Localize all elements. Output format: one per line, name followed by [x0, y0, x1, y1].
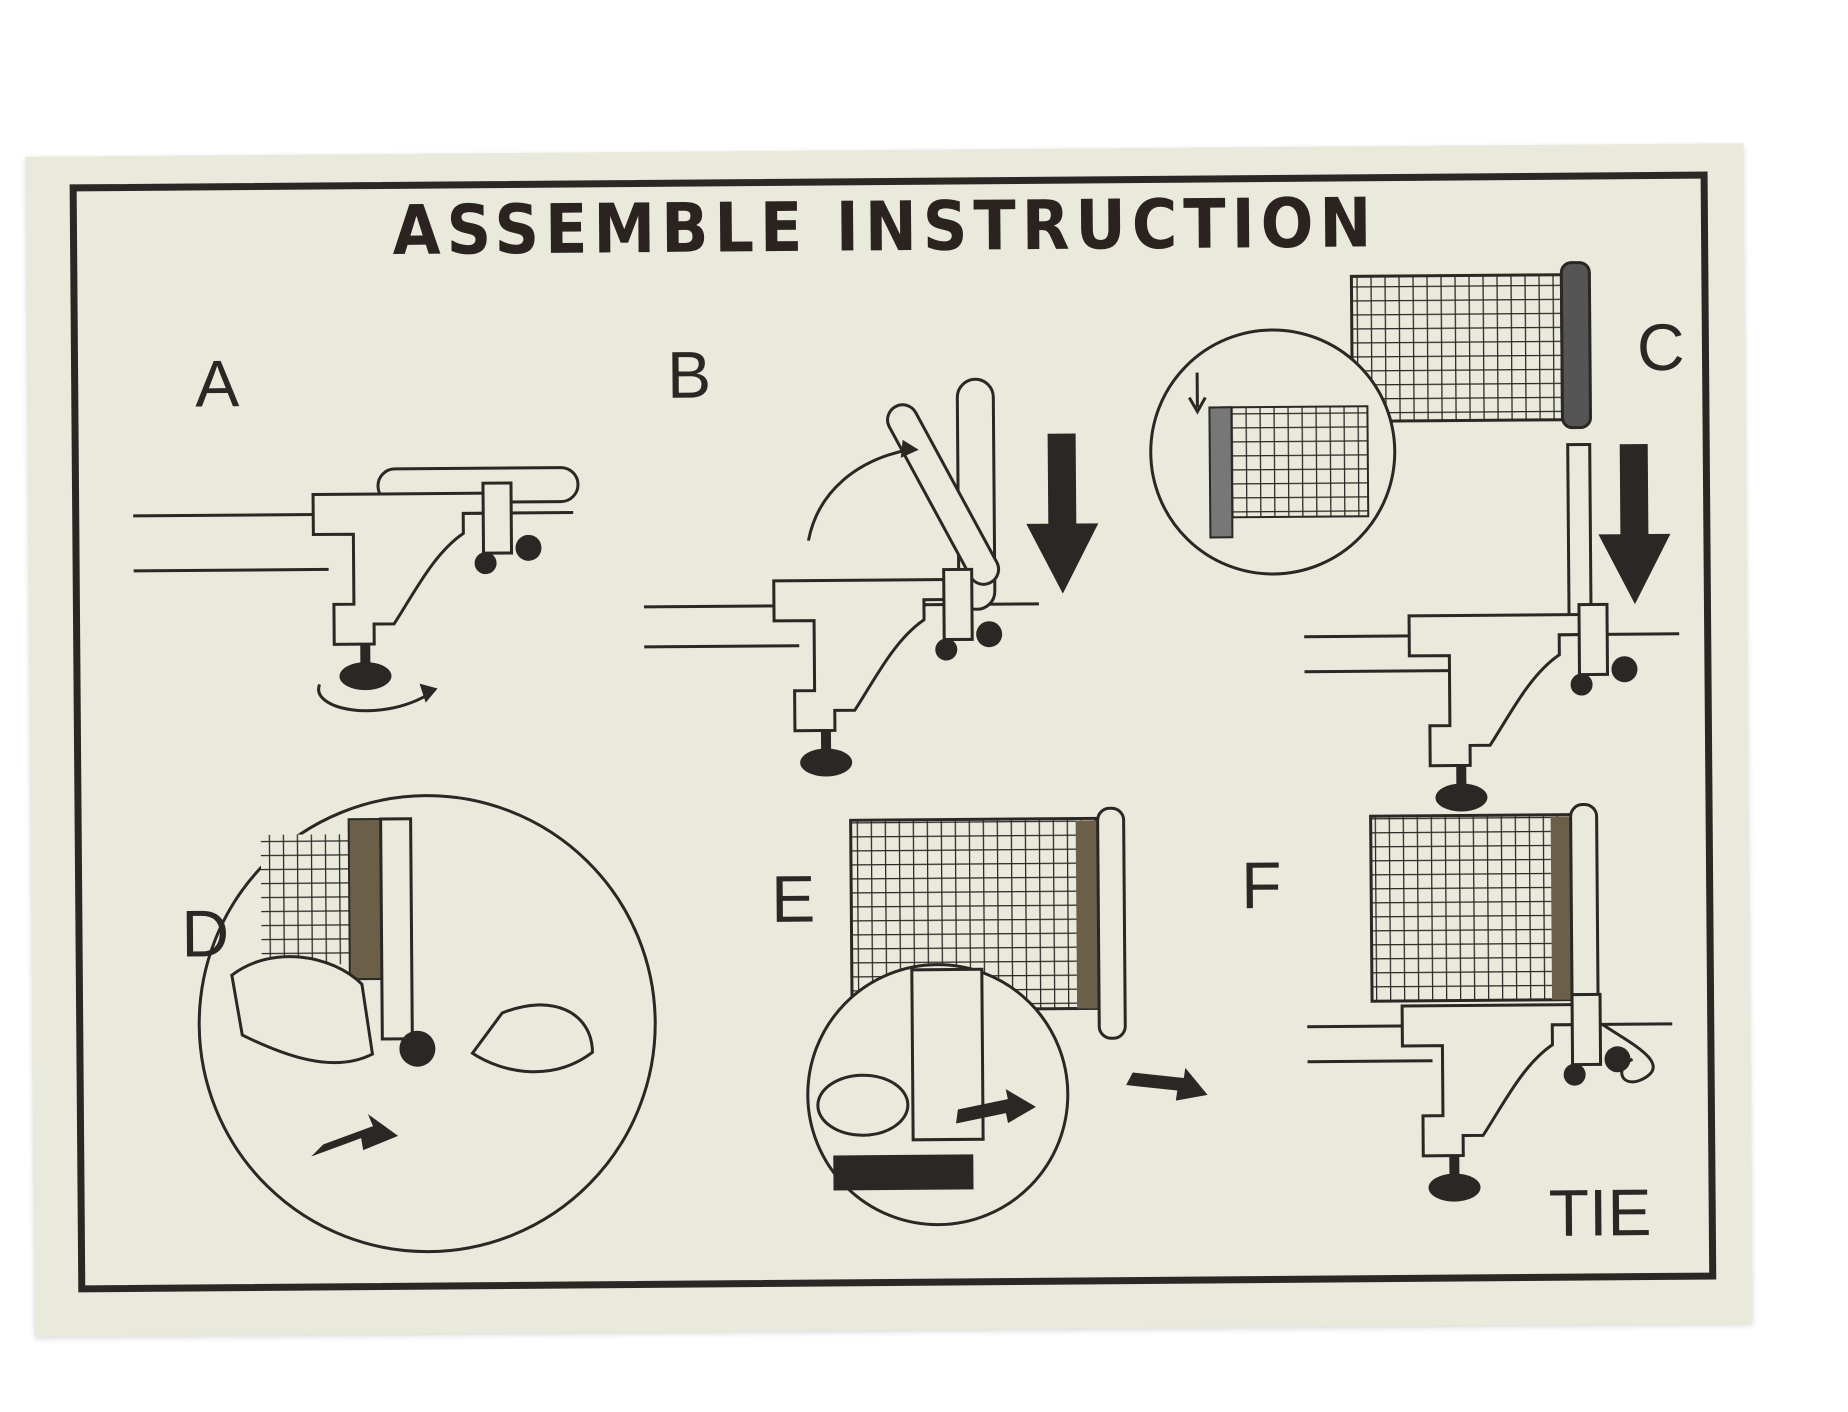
step-c-label: C — [1636, 309, 1685, 385]
step-c-illustration — [1149, 261, 1680, 814]
step-e-illustration — [806, 806, 1208, 1227]
step-d-label: D — [181, 896, 230, 971]
step-a-label: A — [194, 346, 240, 421]
step-b-label: B — [666, 337, 712, 412]
assembly-illustrations — [133, 261, 1680, 1254]
step-b-illustration — [643, 377, 1099, 779]
instruction-card: ASSEMBLE INSTRUCTION — [25, 143, 1753, 1337]
step-f-label: F — [1240, 847, 1282, 923]
step-e-label: E — [770, 861, 816, 936]
step-d-illustration — [197, 794, 657, 1254]
step-f-illustration — [1307, 803, 1673, 1204]
step-a-illustration — [133, 466, 580, 713]
tie-note: TIE — [1548, 1175, 1652, 1250]
